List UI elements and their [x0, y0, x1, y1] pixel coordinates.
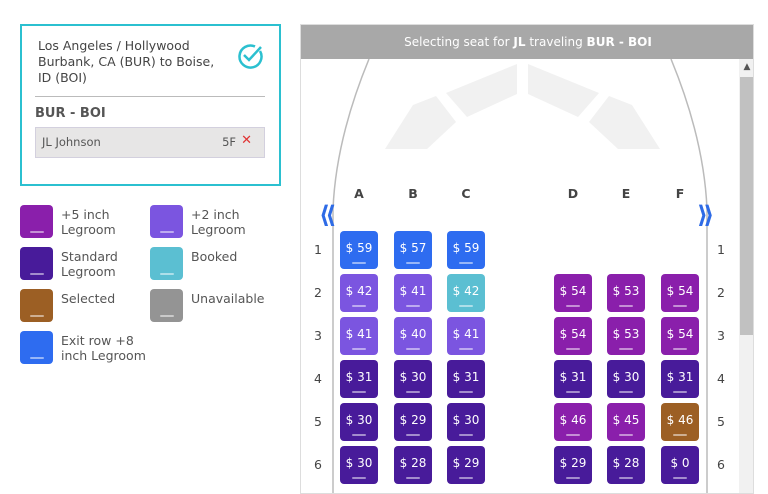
seat-5A[interactable]: $ 30 — [340, 403, 378, 441]
row-number: 5 — [717, 414, 725, 429]
legend-label: Booked — [191, 249, 238, 264]
seatmap-panel: Selecting seat for JL traveling BUR - BO… — [300, 24, 754, 494]
assigned-seat: 5F — [222, 135, 236, 149]
passenger-seat-row[interactable]: JL Johnson 5F ✕ — [35, 127, 265, 158]
column-label: A — [354, 186, 364, 201]
row-number: 5 — [314, 414, 322, 429]
legend-label: Unavailable — [191, 291, 265, 306]
seat-6B[interactable]: $ 28 — [394, 446, 432, 484]
legend-label: Exit row +8 inch Legroom — [61, 333, 146, 363]
row-number: 1 — [717, 242, 725, 257]
fuselage-outline — [332, 59, 708, 493]
legend-swatch — [150, 289, 183, 322]
seat-2C: $ 42 — [447, 274, 485, 312]
seat-5B[interactable]: $ 29 — [394, 403, 432, 441]
route-destination: Boise, ID (BOI) — [38, 54, 215, 85]
seat-4D[interactable]: $ 31 — [554, 360, 592, 398]
scroll-up-icon[interactable]: ▲ — [743, 62, 751, 72]
seat-1B[interactable]: $ 57 — [394, 231, 432, 269]
seat-3A[interactable]: $ 41 — [340, 317, 378, 355]
seatmap-header: Selecting seat for JL traveling BUR - BO… — [301, 25, 753, 59]
legend-swatch — [150, 205, 183, 238]
seat-4A[interactable]: $ 31 — [340, 360, 378, 398]
legend-label: Selected — [61, 291, 116, 306]
seat-5E[interactable]: $ 45 — [607, 403, 645, 441]
remove-seat-icon[interactable]: ✕ — [241, 133, 252, 148]
check-circle-icon — [238, 44, 263, 69]
seat-2A[interactable]: $ 42 — [340, 274, 378, 312]
column-label: B — [408, 186, 418, 201]
seat-2D[interactable]: $ 54 — [554, 274, 592, 312]
seat-5C[interactable]: $ 30 — [447, 403, 485, 441]
seat-4E[interactable]: $ 30 — [607, 360, 645, 398]
seat-2B[interactable]: $ 41 — [394, 274, 432, 312]
seat-6C[interactable]: $ 29 — [447, 446, 485, 484]
seat-3F[interactable]: $ 54 — [661, 317, 699, 355]
row-number: 6 — [717, 457, 725, 472]
seat-1C[interactable]: $ 59 — [447, 231, 485, 269]
legend-swatch — [150, 247, 183, 280]
seat-6E[interactable]: $ 28 — [607, 446, 645, 484]
seat-2F[interactable]: $ 54 — [661, 274, 699, 312]
seat-4C[interactable]: $ 31 — [447, 360, 485, 398]
next-segment-chevron-icon[interactable]: ⟫ — [697, 201, 715, 229]
flight-segment-card[interactable]: Los Angeles / Hollywood Burbank, CA (BUR… — [20, 24, 281, 186]
column-label: D — [567, 186, 579, 201]
row-number: 2 — [314, 285, 322, 300]
seat-4B[interactable]: $ 30 — [394, 360, 432, 398]
leg-title: BUR - BOI — [35, 106, 106, 121]
seat-4F[interactable]: $ 31 — [661, 360, 699, 398]
legend-swatch — [20, 205, 53, 238]
passenger-name: JL Johnson — [42, 135, 101, 149]
seat-3C[interactable]: $ 41 — [447, 317, 485, 355]
row-number: 3 — [314, 328, 322, 343]
row-number: 2 — [717, 285, 725, 300]
legend-swatch — [20, 247, 53, 280]
legend-swatch — [20, 331, 53, 364]
seat-3B[interactable]: $ 40 — [394, 317, 432, 355]
legend-label: Standard Legroom — [61, 249, 118, 279]
route-to: to — [159, 54, 173, 69]
row-number: 3 — [717, 328, 725, 343]
legend-swatch — [20, 289, 53, 322]
seat-6A[interactable]: $ 30 — [340, 446, 378, 484]
seat-1A[interactable]: $ 59 — [340, 231, 378, 269]
seat-3E[interactable]: $ 53 — [607, 317, 645, 355]
seat-6F[interactable]: $ 0 — [661, 446, 699, 484]
column-label: C — [461, 186, 471, 201]
legend-label: +2 inch Legroom — [191, 207, 246, 237]
scrollbar[interactable]: ▲ — [739, 59, 753, 493]
route-origin: Los Angeles / Hollywood Burbank, CA (BUR… — [38, 38, 190, 69]
row-number: 1 — [314, 242, 322, 257]
legend-label: +5 inch Legroom — [61, 207, 116, 237]
seat-6D[interactable]: $ 29 — [554, 446, 592, 484]
seat-5D[interactable]: $ 46 — [554, 403, 592, 441]
previous-segment-chevron-icon[interactable]: ⟪ — [319, 201, 337, 229]
column-label: F — [675, 186, 685, 201]
row-number: 4 — [717, 371, 725, 386]
scrollbar-thumb[interactable] — [740, 77, 753, 335]
seat-5F[interactable]: $ 46 — [661, 403, 699, 441]
seat-3D[interactable]: $ 54 — [554, 317, 592, 355]
row-number: 4 — [314, 371, 322, 386]
divider — [35, 96, 265, 97]
route-text: Los Angeles / Hollywood Burbank, CA (BUR… — [38, 38, 228, 86]
column-label: E — [621, 186, 631, 201]
row-number: 6 — [314, 457, 322, 472]
seat-2E[interactable]: $ 53 — [607, 274, 645, 312]
